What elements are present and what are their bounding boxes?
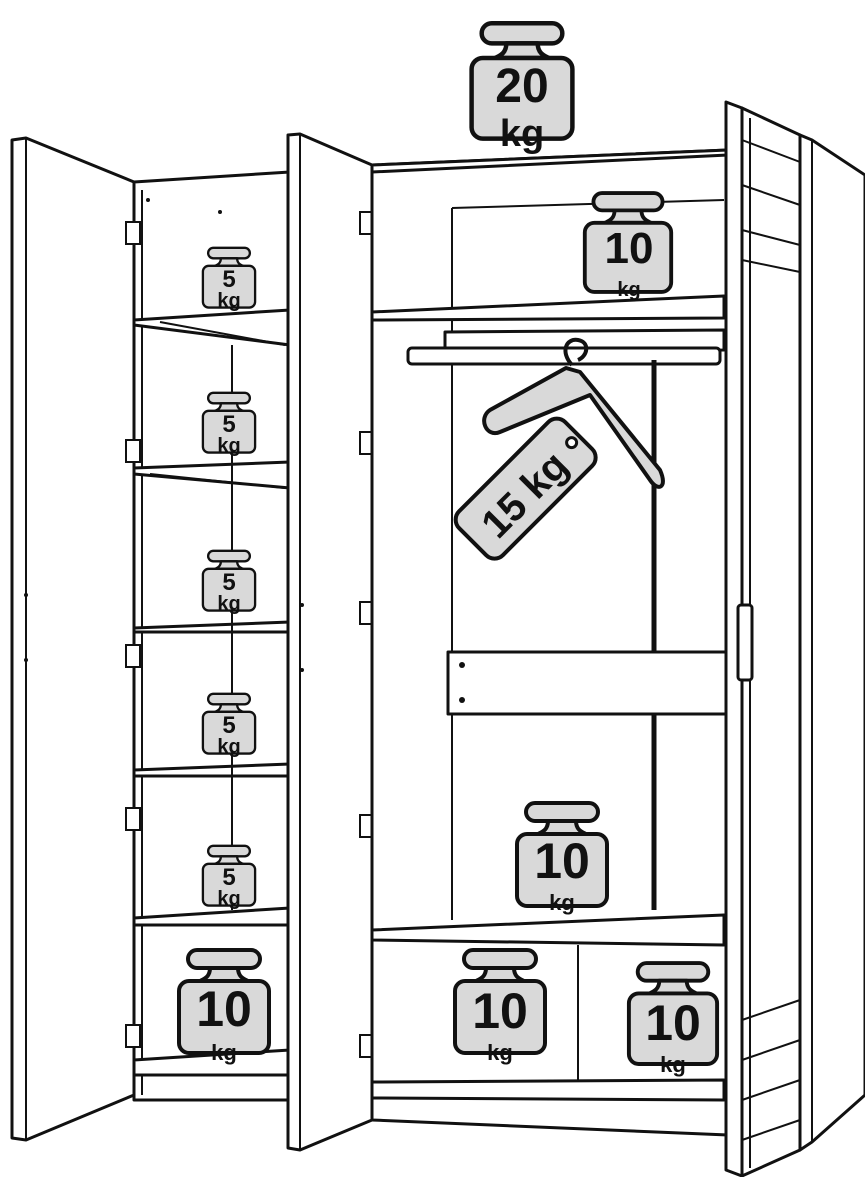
left-door [12, 138, 134, 1140]
weight-left-shelf-1: 5 kg [203, 248, 255, 312]
weight-bottom-center-value: 10 [472, 983, 528, 1039]
weight-upper-right-value: 10 [605, 224, 654, 273]
weight-top-value: 20 [495, 60, 548, 113]
weight-upper-right-shelf: 10 kg [585, 193, 671, 301]
weight-middle-shelf: 10 kg [517, 803, 607, 915]
weight-left-shelf-2: 5 kg [203, 393, 255, 457]
weight-left-shelf-2-unit: kg [217, 435, 240, 457]
weight-left-shelf-4-unit: kg [217, 736, 240, 758]
weight-left-shelf-3-unit: kg [217, 593, 240, 615]
weight-left-shelf-1-unit: kg [217, 290, 240, 312]
weight-top-unit: kg [500, 113, 544, 155]
weight-left-shelf-2-value: 5 [222, 411, 235, 438]
weight-bottom-right-unit: kg [660, 1052, 686, 1077]
weight-middle-shelf-unit: kg [549, 890, 575, 915]
weight-left-shelf-3: 5 kg [203, 551, 255, 615]
weight-left-shelf-3-value: 5 [222, 569, 235, 596]
weight-bottom-right: 10 kg [629, 963, 717, 1077]
weight-bottom-center-unit: kg [487, 1040, 513, 1065]
weight-left-shelf-4-value: 5 [222, 712, 235, 739]
right-doors [726, 102, 865, 1176]
center-door [288, 134, 374, 1150]
weight-left-shelf-4: 5 kg [203, 694, 255, 758]
weight-top: 20 kg [472, 23, 573, 155]
weight-left-bottom-unit: kg [211, 1040, 237, 1065]
weight-left-shelf-5-unit: kg [217, 888, 240, 910]
weight-left-shelf-5-value: 5 [222, 864, 235, 891]
weight-left-shelf-1-value: 5 [222, 266, 235, 293]
weight-left-bottom: 10 kg [179, 950, 269, 1065]
weight-upper-right-unit: kg [617, 279, 640, 301]
weight-middle-shelf-value: 10 [534, 833, 590, 889]
weight-left-shelf-5: 5 kg [203, 846, 255, 910]
weight-left-bottom-value: 10 [196, 981, 252, 1037]
weight-bottom-right-value: 10 [645, 995, 701, 1051]
weight-bottom-center: 10 kg [455, 950, 545, 1065]
